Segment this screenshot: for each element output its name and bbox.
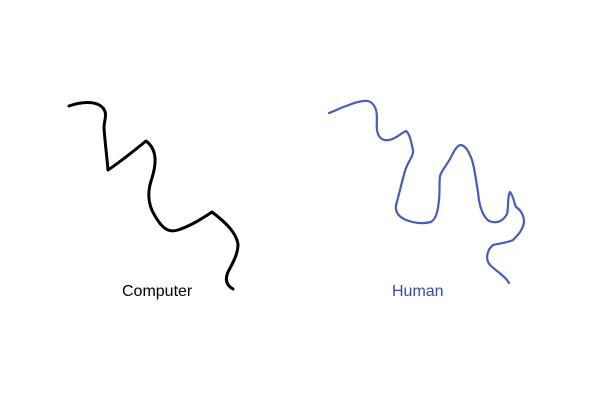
computer-squiggle (67, 101, 240, 291)
human-squiggle (327, 99, 526, 285)
human-panel: Human (300, 0, 600, 405)
human-line (327, 99, 526, 285)
computer-label: Computer (122, 283, 193, 300)
computer-panel: Computer (0, 0, 300, 405)
human-label: Human (392, 283, 444, 300)
computer-line (67, 101, 240, 291)
